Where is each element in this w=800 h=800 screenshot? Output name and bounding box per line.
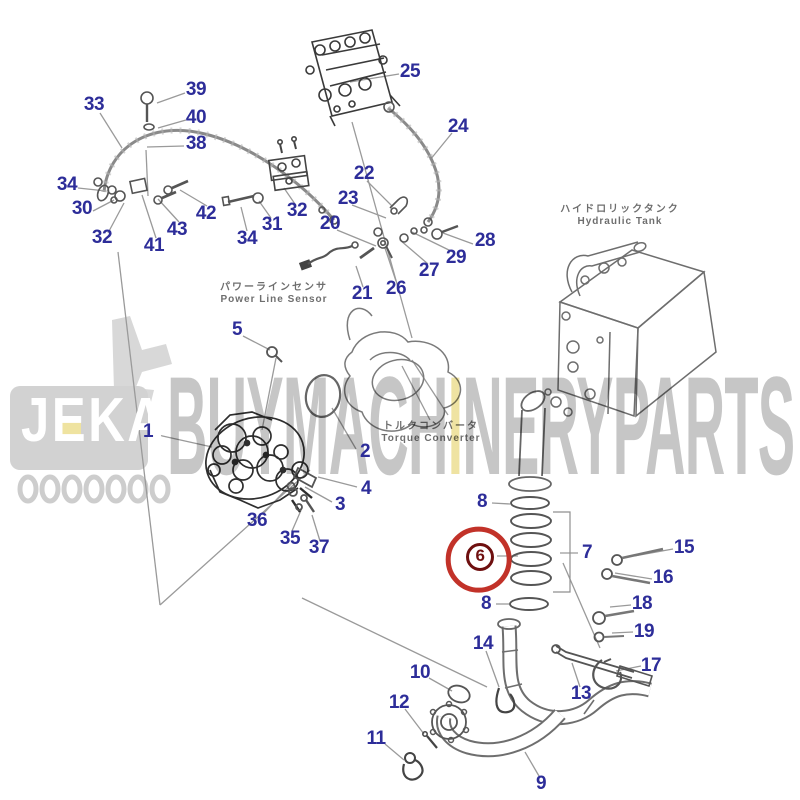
hydraulic-tank-part: [544, 241, 717, 418]
center-fittings: [359, 196, 459, 260]
torque-converter-part: [343, 307, 462, 432]
jeka-logo-text: JEKA: [21, 386, 167, 455]
control-valve-assembly: [305, 29, 401, 127]
label-hydraulic-tank-jp: ハイドロリックタンク: [560, 204, 680, 215]
leader-lines: [77, 73, 674, 777]
power-line-sensor-part: [298, 241, 359, 271]
suction-pipe-part: [402, 547, 664, 781]
label-hydraulic-tank-en: Hydraulic Tank: [577, 216, 663, 227]
label-torque-converter-en: Torque Converter: [381, 433, 481, 444]
logo-yellow-block: [57, 418, 81, 438]
hose-24: [383, 101, 442, 234]
label-torque-converter: トルクコンバータ Torque Converter: [381, 417, 480, 444]
left-hose-assembly: [93, 91, 339, 225]
elbow-tube-part: [508, 390, 552, 492]
label-power-line-sensor-jp: パワーラインセンサ: [220, 282, 328, 293]
label-power-line-sensor-en: Power Line Sensor: [220, 294, 328, 305]
small-fasteners-center: [266, 346, 342, 513]
label-torque-converter-jp: トルクコンバータ: [382, 421, 479, 432]
pump-assembly-part: [205, 411, 313, 513]
label-power-line-sensor: パワーラインセンサ Power Line Sensor: [220, 278, 328, 305]
clamp-stack-part: [509, 496, 571, 611]
label-hydraulic-tank: ハイドロリックタンク Hydraulic Tank: [560, 200, 679, 227]
jeka-logo-graphic: [10, 316, 172, 504]
